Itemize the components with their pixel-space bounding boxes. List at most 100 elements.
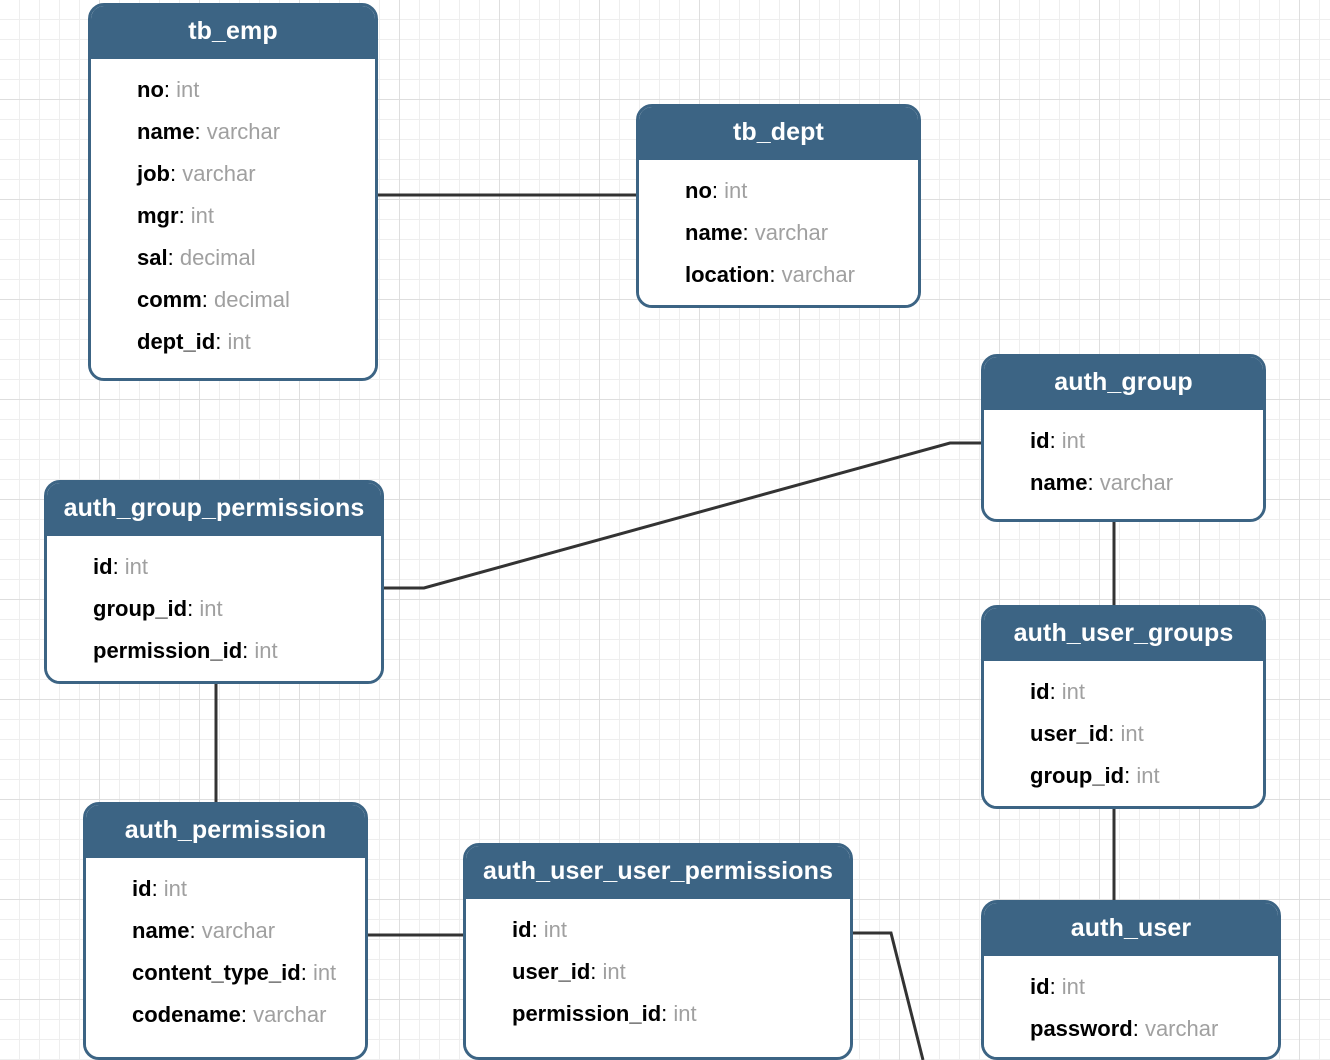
field-type: decimal [214, 287, 290, 312]
field-type: int [227, 329, 251, 354]
field-type: varchar [253, 1002, 327, 1027]
field-name: group_id [93, 596, 188, 621]
field-name: comm [137, 287, 202, 312]
field-type: int [124, 554, 149, 579]
field-name: content_type_id [132, 960, 301, 985]
field-separator: : [300, 960, 313, 985]
field-separator: : [742, 220, 755, 245]
field-name: user_id [1030, 721, 1109, 746]
field-row: name: varchar [984, 462, 1263, 504]
edge-auth_group_permissions-auth_group [383, 441, 984, 590]
field-type: varchar [206, 119, 281, 144]
field-separator: : [240, 1002, 254, 1027]
field-type: int [1120, 721, 1144, 746]
field-type: int [1061, 428, 1086, 453]
entity-fields-auth_user_user_permissions: id: int user_id: int permission_id: int [466, 899, 850, 1049]
field-row: id: int [984, 966, 1278, 1008]
entity-title-auth_group: auth_group [984, 357, 1263, 410]
field-name: location [685, 262, 770, 287]
entity-title-auth_group_permissions: auth_group_permissions [47, 483, 381, 536]
field-row: sal: decimal [91, 237, 375, 279]
field-separator: : [531, 917, 544, 942]
field-row: name: varchar [86, 910, 365, 952]
field-name: name [685, 220, 743, 245]
field-separator: : [187, 596, 200, 621]
field-name: permission_id [93, 638, 243, 663]
field-name: id [1030, 428, 1050, 453]
field-name: sal [137, 245, 168, 270]
field-separator: : [1108, 721, 1121, 746]
entity-auth_group_permissions[interactable]: auth_group_permissions id: int group_id: i… [44, 480, 384, 684]
field-row: name: varchar [639, 212, 918, 254]
field-name: user_id [512, 959, 591, 984]
field-separator: : [170, 161, 183, 186]
field-separator: : [112, 554, 125, 579]
field-row: id: int [47, 546, 381, 588]
field-row: password: varchar [984, 1008, 1278, 1050]
field-separator: : [151, 876, 164, 901]
field-row: dept_id: int [91, 321, 375, 363]
entity-title-tb_dept: tb_dept [639, 107, 918, 160]
field-row: codename: varchar [86, 994, 365, 1036]
field-name: id [1030, 679, 1050, 704]
field-separator: : [242, 638, 255, 663]
entity-title-tb_emp: tb_emp [91, 6, 375, 59]
field-row: id: int [466, 909, 850, 951]
field-row: permission_id: int [466, 993, 850, 1035]
field-separator: : [1049, 679, 1062, 704]
field-row: id: int [984, 420, 1263, 462]
field-separator: : [711, 178, 725, 203]
field-row: id: int [86, 868, 365, 910]
edge-auth_user_user_permissions-auth_user [851, 931, 925, 1060]
entity-title-auth_user_user_permissions: auth_user_user_permissions [466, 846, 850, 899]
field-row: permission_id: int [47, 630, 381, 672]
field-row: group_id: int [984, 755, 1263, 797]
field-name: codename [132, 1002, 241, 1027]
field-type: varchar [182, 161, 256, 186]
field-type: int [1061, 974, 1086, 999]
field-row: no: int [639, 170, 918, 212]
field-separator: : [194, 119, 207, 144]
field-type: varchar [201, 918, 276, 943]
field-separator: : [661, 1001, 674, 1026]
field-type: int [1061, 679, 1086, 704]
field-name: name [132, 918, 190, 943]
field-row: content_type_id: int [86, 952, 365, 994]
field-name: name [1030, 470, 1088, 495]
field-type: int [163, 876, 188, 901]
field-type: decimal [179, 245, 256, 270]
entity-fields-auth_group_permissions: id: int group_id: int permission_id: int [47, 536, 381, 681]
field-separator: : [1049, 974, 1062, 999]
field-separator: : [1132, 1016, 1145, 1041]
field-type: varchar [1099, 470, 1174, 495]
field-separator: : [167, 245, 180, 270]
field-separator: : [201, 287, 215, 312]
field-name: no [137, 77, 164, 102]
field-type: int [199, 596, 223, 621]
field-type: varchar [781, 262, 855, 287]
entity-title-auth_user: auth_user [984, 903, 1278, 956]
field-name: id [512, 917, 532, 942]
field-name: job [137, 161, 170, 186]
field-separator: : [215, 329, 228, 354]
field-separator: : [1049, 428, 1062, 453]
field-row: job: varchar [91, 153, 375, 195]
field-name: group_id [1030, 763, 1125, 788]
field-type: int [602, 959, 626, 984]
field-name: no [685, 178, 712, 203]
field-separator: : [590, 959, 603, 984]
field-name: password [1030, 1016, 1133, 1041]
